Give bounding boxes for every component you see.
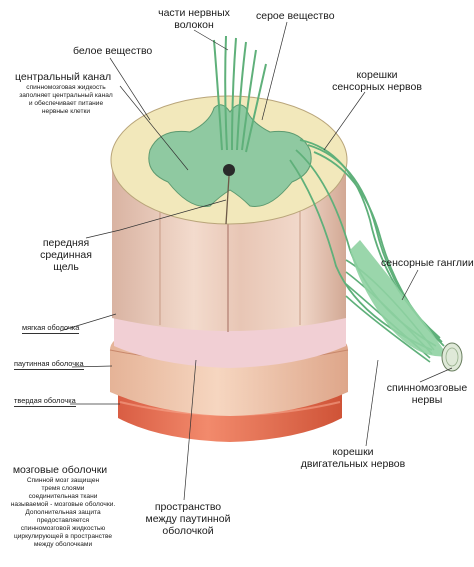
- label-subarachnoid-space: пространство между паутинной оболочкой: [145, 501, 231, 537]
- label-central-canal-title: центральный канал: [15, 71, 112, 83]
- leader-lines: [59, 21, 453, 501]
- label-sensory-ganglia: сенсорные ганглии: [381, 257, 474, 269]
- cross-section: [110, 95, 348, 225]
- label-white-matter: белое вещество: [73, 45, 153, 57]
- label-anterior-fissure: передняя срединная щель: [40, 237, 92, 273]
- nerve-fiber-bundle: [213, 35, 267, 153]
- label-meninges-note: Спинной мозг защищен тремя слоями соедин…: [10, 477, 116, 549]
- spinal-nerve: [441, 342, 463, 372]
- sensory-ganglion: [350, 240, 448, 357]
- label-motor-roots: корешки двигательных нервов: [300, 446, 406, 470]
- label-pia-mater: мягкая оболочка: [22, 323, 80, 335]
- label-arachnoid: паутинная оболочка: [14, 359, 84, 371]
- label-central-canal-note: спинномозговая жидкость заполняет центра…: [19, 84, 113, 116]
- label-meninges-title: мозговые оболочки: [12, 464, 108, 476]
- label-sensory-roots: корешки сенсорных нервов: [332, 69, 422, 93]
- label-gray-matter: серое вещество: [256, 10, 335, 22]
- label-dura-mater: твердая оболочка: [14, 396, 76, 408]
- label-nerve-fiber-parts: части нервных волокон: [158, 7, 230, 31]
- label-spinal-nerves: спинномозговые нервы: [386, 382, 468, 406]
